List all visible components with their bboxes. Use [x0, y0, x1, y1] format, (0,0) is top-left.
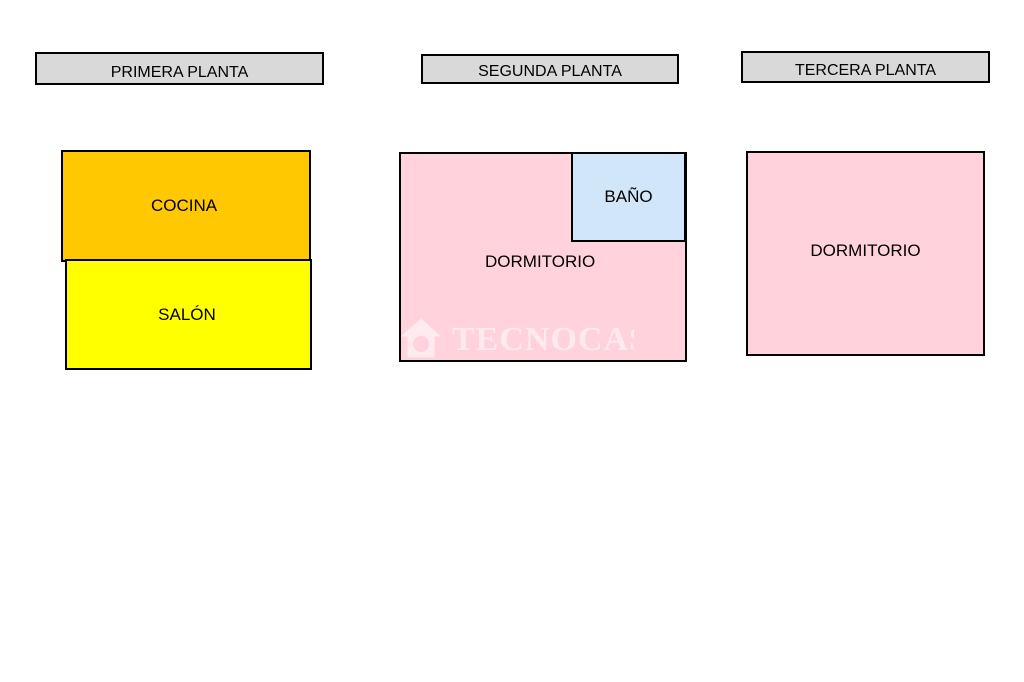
floor-label-primera-text: PRIMERA PLANTA	[110, 64, 249, 81]
room-bano: BAÑO	[571, 152, 686, 242]
room-salon-label: SALÓN	[158, 304, 216, 324]
floor-label-tercera: TERCERA PLANTA	[741, 51, 990, 83]
floor-label-primera: PRIMERA PLANTA	[35, 52, 324, 85]
floor-label-segunda-text: SEGUNDA PLANTA	[478, 63, 622, 80]
floor-label-segunda: SEGUNDA PLANTA	[421, 54, 679, 84]
room-bano-label: BAÑO	[604, 187, 653, 206]
room-dormitorio-tercera: DORMITORIO	[746, 151, 985, 356]
room-dormitorio-tercera-label: DORMITORIO	[810, 240, 921, 260]
room-cocina: COCINA	[61, 150, 311, 262]
room-cocina-label: COCINA	[150, 196, 218, 215]
floor-label-tercera-text: TERCERA PLANTA	[794, 62, 937, 79]
room-salon: SALÓN	[65, 259, 312, 370]
room-dormitorio-segunda-label: DORMITORIO	[485, 252, 596, 271]
